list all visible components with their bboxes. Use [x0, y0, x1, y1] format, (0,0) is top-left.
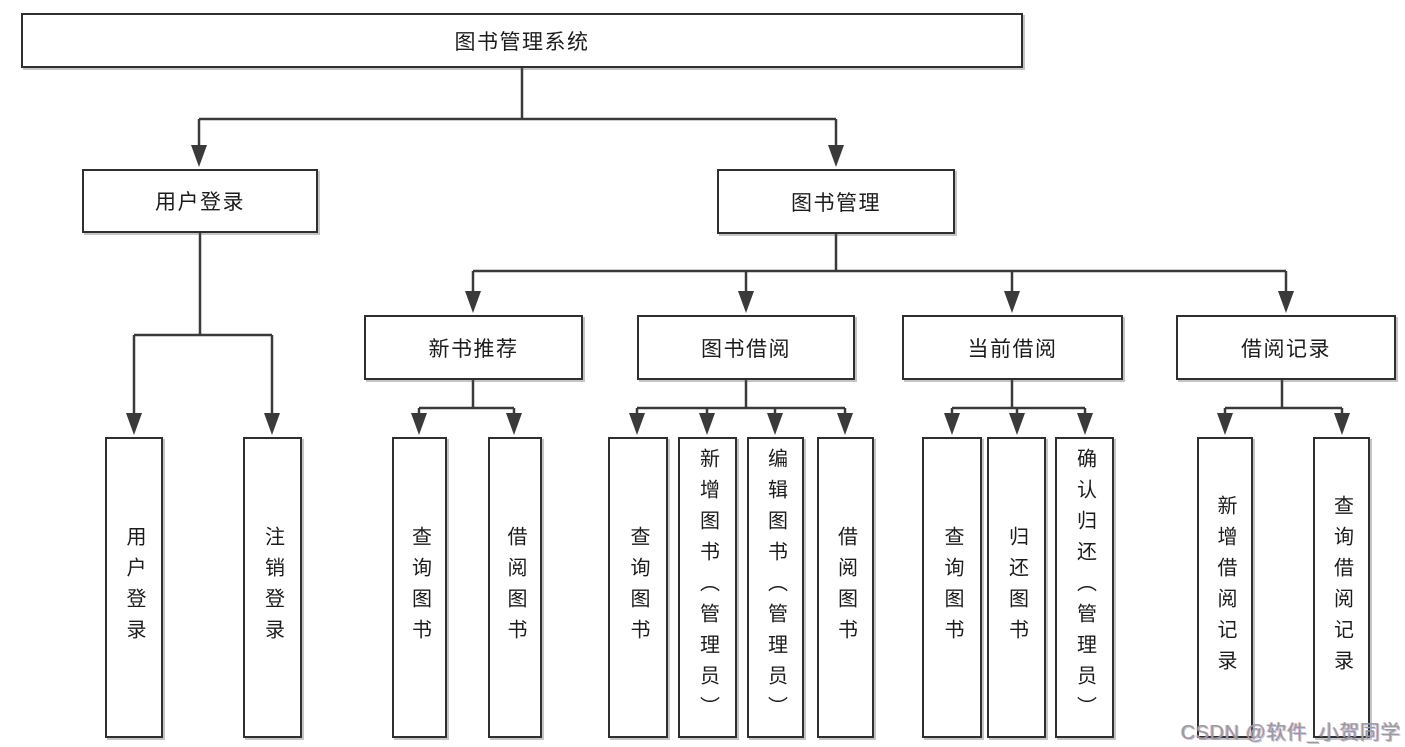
arrowhead-icon	[629, 413, 645, 435]
node-root-label: 图书管理系统	[454, 30, 590, 54]
node-new-book-recommend: 新书推荐	[364, 315, 583, 380]
node-current-borrow: 当前借阅	[902, 315, 1123, 380]
node-book-borrow-label: 图书借阅	[701, 337, 791, 361]
arrowhead-icon	[1004, 291, 1020, 313]
leaf-br-add-record: 新增借阅记录	[1197, 437, 1253, 738]
arrowhead-icon	[1334, 413, 1350, 435]
arrowhead-icon	[411, 413, 427, 435]
leaf-cb-query-books: 查询图书	[922, 437, 982, 738]
leaf-bb-borrow-books: 借阅图书	[817, 437, 874, 738]
csdn-watermark: CSDN @软件_小贺同学	[1180, 722, 1401, 744]
arrowhead-icon	[738, 291, 754, 313]
node-book-management-label: 图书管理	[791, 191, 881, 215]
leaf-cb-return-books: 归还图书	[987, 437, 1046, 738]
arrowhead-icon	[944, 413, 960, 435]
leaf-bb-query-books: 查询图书	[608, 437, 668, 738]
leaf-user-login-label: 用户登录	[123, 525, 145, 650]
leaf-bb-borrow-books-label: 借阅图书	[834, 525, 857, 650]
node-new-book-recommend-label: 新书推荐	[428, 337, 519, 361]
arrowhead-icon	[264, 413, 280, 435]
leaf-bb-add-books-admin-label: 新增图书（管理员）	[696, 448, 719, 727]
node-book-borrow: 图书借阅	[637, 315, 855, 380]
leaf-br-add-record-label: 新增借阅记录	[1214, 494, 1236, 681]
leaf-bb-edit-books-admin-label: 编辑图书（管理员）	[764, 448, 787, 727]
arrowhead-icon	[1278, 291, 1294, 313]
leaf-nbr-query-books-label: 查询图书	[408, 525, 431, 650]
node-current-borrow-label: 当前借阅	[967, 337, 1058, 361]
node-borrow-records: 借阅记录	[1176, 315, 1396, 380]
arrowhead-icons	[126, 145, 1350, 435]
leaf-nbr-query-books: 查询图书	[392, 437, 447, 738]
leaf-logout-label: 注销登录	[261, 525, 284, 650]
arrowhead-icon	[837, 413, 853, 435]
arrowhead-icon	[767, 413, 783, 435]
leaf-cb-query-books-label: 查询图书	[941, 525, 963, 650]
arrowhead-icon	[1009, 413, 1025, 435]
arrowhead-icon	[191, 145, 207, 167]
arrowhead-icon	[699, 413, 715, 435]
arrowhead-icon	[1217, 413, 1233, 435]
arrowhead-icon	[828, 145, 844, 167]
leaf-nbr-borrow-books-label: 借阅图书	[504, 525, 526, 650]
leaf-user-login: 用户登录	[105, 437, 163, 738]
node-book-management: 图书管理	[717, 169, 955, 234]
leaf-bb-edit-books-admin: 编辑图书（管理员）	[747, 437, 804, 738]
leaf-br-query-record-label: 查询借阅记录	[1330, 494, 1353, 681]
leaf-cb-confirm-return-admin: 确认归还（管理员）	[1055, 437, 1114, 738]
arrowhead-icon	[465, 291, 481, 313]
node-user-login: 用户登录	[82, 169, 318, 233]
node-root: 图书管理系统	[21, 13, 1023, 68]
leaf-cb-confirm-return-admin-label: 确认归还（管理员）	[1073, 448, 1096, 727]
node-borrow-records-label: 借阅记录	[1241, 337, 1331, 361]
node-user-login-label: 用户登录	[155, 191, 245, 214]
leaf-bb-add-books-admin: 新增图书（管理员）	[678, 437, 737, 738]
arrowhead-icon	[506, 413, 522, 435]
leaf-nbr-borrow-books: 借阅图书	[488, 437, 542, 738]
arrowhead-icon	[1077, 413, 1093, 435]
leaf-br-query-record: 查询借阅记录	[1313, 437, 1370, 738]
leaf-logout: 注销登录	[243, 437, 302, 738]
leaf-cb-return-books-label: 归还图书	[1005, 525, 1028, 650]
arrowhead-icon	[126, 413, 142, 435]
leaf-bb-query-books-label: 查询图书	[627, 525, 649, 650]
